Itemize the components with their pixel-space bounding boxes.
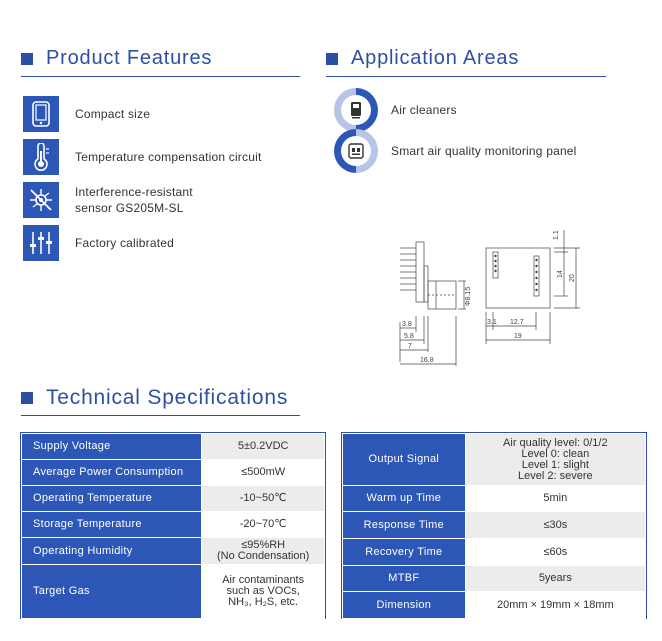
spec-label: Target Gas [20,564,203,619]
dim-label: 19 [514,333,522,340]
spec-value-line: Level 2: severe [518,469,593,482]
spec-value-line: ≤95%RH [241,539,286,551]
thermometer-icon [23,139,59,175]
spec-value: 5years [464,565,647,592]
spec-table-left-frame [20,432,326,619]
table-row: MTBF 5years [342,565,647,592]
spec-value: 20mm × 19mm × 18mm [464,591,647,619]
table-row: Storage Temperature -20~70℃ [20,511,325,538]
table-row: Average Power Consumption ≤500mW [20,459,325,486]
feature-item-temperature: Temperature compensation circuit [23,139,261,175]
heading-square-marker [326,52,338,65]
spec-label: Warm up Time [342,485,466,512]
dim-label: Φ8.15 [465,287,472,306]
spec-table-left: Supply Voltage 5±0.2VDC Average Power Co… [20,433,325,619]
heading-square-marker [21,392,33,404]
application-areas-title: Application Areas [351,47,520,69]
technical-specs-heading: Technical Specifications [21,386,288,410]
table-row: Dimension 20mm × 19mm × 18mm [342,591,647,619]
spec-value: ≤60s [464,538,647,566]
app-icon-ring [334,88,378,132]
table-row: Target Gas Air contaminants such as VOCs… [20,564,325,619]
feature-label: Temperature compensation circuit [75,150,262,164]
tablet-icon [23,96,59,132]
feature-item-calibrated: Factory calibrated [23,225,174,261]
dim-label: 3.8 [402,321,412,328]
spec-table-right-frame [341,432,647,619]
technical-specs-title: Technical Specifications [46,386,289,409]
table-row: Operating Humidity ≤95%RH (No Condensati… [20,537,325,565]
spec-value: Air contaminants such as VOCs, NH₃, H₂S,… [201,564,325,619]
product-features-heading: Product Features [21,47,212,70]
spec-label: Supply Voltage [20,433,203,460]
feature-item-interference: Interference-resistant sensor GS205M-SL [23,182,193,218]
dim-label: 1.1 [553,230,560,240]
spec-value: Air quality level: 0/1/2 Level 0: clean … [464,433,647,486]
spec-label: MTBF [342,565,466,592]
dim-label: 7 [408,343,412,350]
spec-label: Recovery Time [342,538,466,566]
product-features-title: Product Features [46,47,213,69]
monitoring-panel-icon [341,136,371,166]
spec-value: 5min [464,485,647,512]
spec-label: Dimension [342,591,466,619]
spec-value: ≤30s [464,511,647,539]
feature-item-compact: Compact size [23,96,150,132]
feature-label-line: Interference-resistant [75,185,193,199]
spec-label: Operating Humidity [20,537,203,565]
air-cleaner-icon [341,95,371,125]
spec-value-line: Air contaminants [222,574,305,586]
table-row: Supply Voltage 5±0.2VDC [20,433,325,460]
interference-icon [23,182,59,218]
dim-label: 12.7 [510,319,524,326]
dim-label: 14 [557,270,564,278]
dimension-drawing: 3.8 5.8 7 16.8 Φ8.15 3.1 12.7 19 1.1 14 … [399,230,580,366]
product-features-rule [21,76,300,77]
spec-value: ≤95%RH (No Condensation) [201,537,325,565]
feature-label: Factory calibrated [75,236,174,250]
app-item-monitoring-panel: Smart air quality monitoring panel [334,129,577,173]
heading-square-marker [21,52,33,65]
spec-value: -10~50℃ [201,485,325,512]
table-row: Response Time ≤30s [342,511,647,539]
dim-label: 5.8 [404,333,414,340]
spec-value: -20~70℃ [201,511,325,538]
app-label: Smart air quality monitoring panel [391,144,577,158]
spec-value-line: Air quality level: 0/1/2 [503,436,608,449]
technical-specs-rule [21,415,300,416]
spec-label: Output Signal [342,433,466,486]
dim-label: 16.8 [420,357,434,364]
app-item-air-cleaners: Air cleaners [334,88,457,132]
app-label: Air cleaners [391,103,457,117]
application-areas-heading: Application Areas [326,47,519,70]
feature-label: Interference-resistant sensor GS205M-SL [75,184,193,216]
table-row: Recovery Time ≤60s [342,538,647,566]
spec-value: 5±0.2VDC [201,433,325,460]
spec-value-line: such as VOCs, [226,585,300,597]
dim-label: 20 [569,274,576,282]
spec-label: Response Time [342,511,466,539]
spec-value-line: NH₃, H₂S, etc. [228,596,299,608]
spec-value-line: (No Condensation) [216,550,310,562]
sliders-icon [23,225,59,261]
spec-value-line: Level 1: slight [521,458,589,471]
spec-label: Operating Temperature [20,485,203,512]
feature-label: Compact size [75,107,151,121]
spec-label: Average Power Consumption [20,459,203,486]
spec-label: Storage Temperature [20,511,203,538]
application-areas-rule [326,76,606,77]
spec-value: ≤500mW [201,459,325,486]
spec-table-right: Output Signal Air quality level: 0/1/2 L… [342,433,647,619]
table-row: Warm up Time 5min [342,485,647,512]
spec-value-line: Level 0: clean [521,447,590,460]
table-row: Output Signal Air quality level: 0/1/2 L… [342,433,647,486]
dim-label: 3.1 [487,319,497,326]
table-row: Operating Temperature -10~50℃ [20,485,325,512]
app-icon-ring [334,129,378,173]
feature-label-line: sensor GS205M-SL [75,201,184,215]
